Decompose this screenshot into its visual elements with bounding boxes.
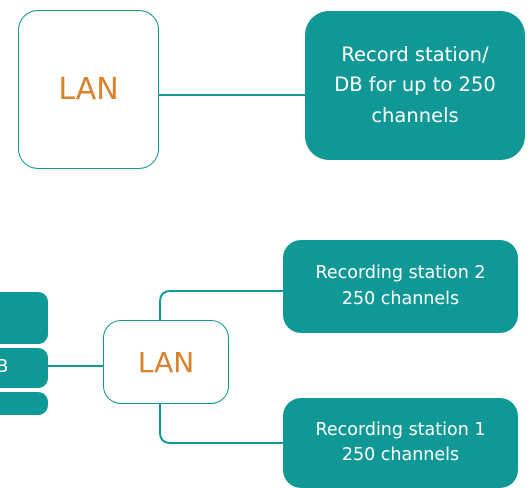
lan-node-top: LAN: [18, 10, 159, 169]
record-station-db-node: Record station/ DB for up to 250 channel…: [305, 11, 525, 160]
lan-node-bottom: LAN: [103, 320, 229, 404]
lan-station2-connector: [159, 290, 283, 320]
database-icon: [0, 292, 48, 415]
lan-station1-connector: [159, 404, 283, 444]
recording-station-1-node: Recording station 1 250 channels: [283, 398, 518, 488]
database-label: B: [0, 356, 9, 377]
recording-station-2-node: Recording station 2 250 channels: [283, 240, 518, 333]
